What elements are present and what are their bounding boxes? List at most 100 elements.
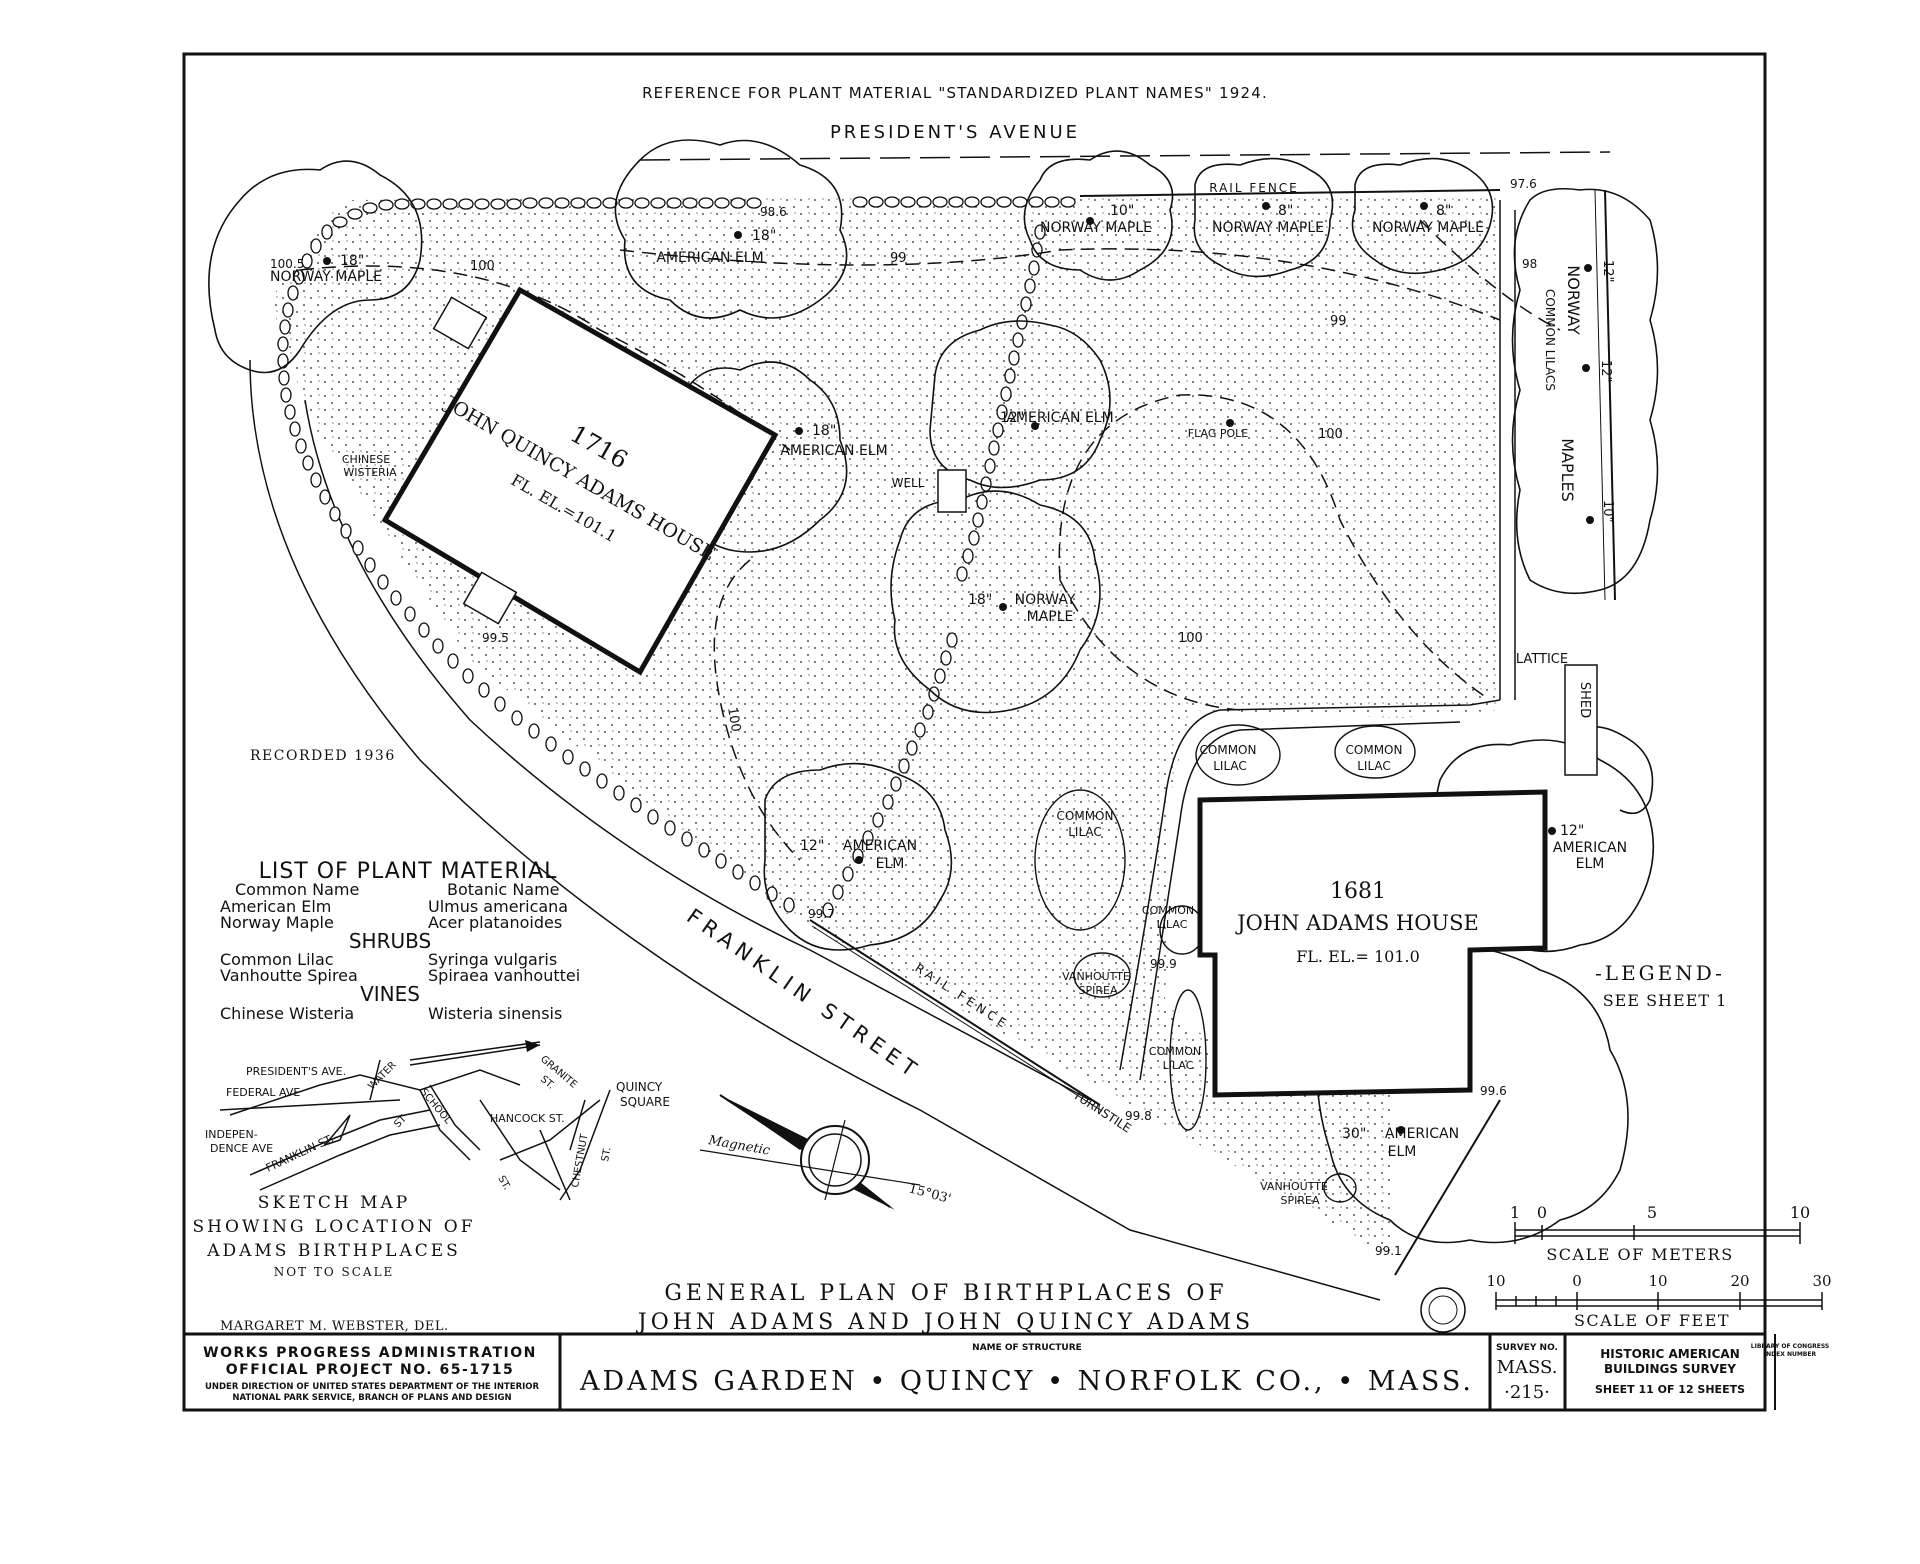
contour-lines xyxy=(299,219,1561,861)
reference-note: REFERENCE FOR PLANT MATERIAL "STANDARDIZ… xyxy=(642,84,1268,102)
svg-text:SCALE OF METERS: SCALE OF METERS xyxy=(1546,1245,1733,1264)
svg-text:98.6: 98.6 xyxy=(760,205,787,219)
svg-text:NORWAY MAPLE: NORWAY MAPLE xyxy=(1372,220,1484,236)
svg-text:NORWAY MAPLE: NORWAY MAPLE xyxy=(1040,220,1152,236)
svg-text:99.8: 99.8 xyxy=(1125,1109,1152,1123)
svg-text:99: 99 xyxy=(1330,314,1347,329)
canopy-norway-maple-8a xyxy=(1193,157,1334,278)
library-of-congress-stamp xyxy=(1420,1287,1466,1333)
svg-text:AMERICAN ELM: AMERICAN ELM xyxy=(1006,410,1113,426)
svg-text:99.6: 99.6 xyxy=(1480,1084,1507,1098)
svg-text:WORKS PROGRESS ADMINISTRATION: WORKS PROGRESS ADMINISTRATION xyxy=(203,1345,537,1361)
feature-labels: CHINESE WISTERIA WELL FLAG POLE LATTICE … xyxy=(342,427,1592,1207)
svg-text:5: 5 xyxy=(1647,1203,1657,1222)
svg-text:PRESIDENT'S AVE.: PRESIDENT'S AVE. xyxy=(246,1065,346,1078)
svg-text:LATTICE: LATTICE xyxy=(1516,652,1568,667)
canopy-right-maples xyxy=(1511,187,1659,595)
svg-text:HANCOCK ST.: HANCOCK ST. xyxy=(490,1112,565,1125)
svg-text:30: 30 xyxy=(1812,1272,1831,1290)
svg-text:99: 99 xyxy=(890,251,907,266)
sheet-border xyxy=(182,52,1767,1412)
svg-text:12": 12" xyxy=(1600,260,1615,283)
svg-text:12": 12" xyxy=(800,838,824,854)
svg-text:INDEPEN-: INDEPEN- xyxy=(205,1128,258,1141)
svg-text:SURVEY NO.: SURVEY NO. xyxy=(1496,1343,1558,1353)
svg-text:Wisteria sinensis: Wisteria sinensis xyxy=(428,1004,562,1023)
svg-text:SHOWING LOCATION OF: SHOWING LOCATION OF xyxy=(192,1217,475,1237)
svg-text:18": 18" xyxy=(752,228,776,244)
svg-text:AMERICAN: AMERICAN xyxy=(843,838,917,854)
svg-text:INDEX NUMBER: INDEX NUMBER xyxy=(1764,1351,1817,1358)
jqa-porch-left xyxy=(432,296,488,350)
vanhoutte-spirea-shrub-2 xyxy=(1323,1173,1357,1203)
svg-text:100: 100 xyxy=(1178,631,1203,646)
title-block: WORKS PROGRESS ADMINISTRATION OFFICIAL P… xyxy=(203,1343,1829,1403)
svg-text:WISTERIA: WISTERIA xyxy=(343,466,397,479)
franklin-street-curb xyxy=(249,359,1381,1301)
svg-text:NOT TO SCALE: NOT TO SCALE xyxy=(274,1265,395,1279)
svg-text:ST.: ST. xyxy=(495,1174,512,1192)
svg-text:VANHOUTTE: VANHOUTTE xyxy=(1062,970,1130,983)
svg-text:8": 8" xyxy=(1436,203,1451,219)
john-adams-house xyxy=(1197,789,1548,1098)
vanhoutte-spirea-shrub-1 xyxy=(1073,952,1131,998)
legend-title: -LEGEND- xyxy=(1595,961,1725,985)
svg-text:DENCE AVE: DENCE AVE xyxy=(210,1142,273,1155)
svg-text:COMMON: COMMON xyxy=(1346,743,1403,757)
tree-labels: 18" NORWAY MAPLE 18" AMERICAN ELM 10" NO… xyxy=(270,203,1627,1160)
ja-house-year: 1681 xyxy=(1330,879,1386,904)
svg-text:AMERICAN: AMERICAN xyxy=(1553,840,1627,856)
svg-text:COMMON: COMMON xyxy=(1057,809,1114,823)
svg-text:ELM: ELM xyxy=(876,856,905,872)
svg-text:0: 0 xyxy=(1572,1272,1582,1290)
presidents-avenue-line xyxy=(639,151,1611,161)
svg-text:HISTORIC AMERICAN: HISTORIC AMERICAN xyxy=(1600,1347,1740,1361)
svg-text:20: 20 xyxy=(1730,1272,1749,1290)
svg-text:QUINCY: QUINCY xyxy=(616,1080,663,1094)
presidents-avenue-label: PRESIDENT'S AVENUE xyxy=(830,122,1080,143)
rail-fence-30elm xyxy=(1394,1099,1501,1276)
svg-text:NORWAY: NORWAY xyxy=(1564,265,1583,335)
sketch-map-north-arrow xyxy=(409,1044,541,1066)
svg-text:8": 8" xyxy=(1278,203,1293,219)
compass-magnetic-line xyxy=(699,1149,921,1186)
legend-see-sheet: SEE SHEET 1 xyxy=(1603,991,1728,1010)
svg-text:NORWAY: NORWAY xyxy=(1015,592,1076,608)
sketch-map-lines xyxy=(219,1041,611,1201)
svg-text:18": 18" xyxy=(340,253,364,269)
canopy-norway-maple-8b xyxy=(1351,157,1494,275)
svg-text:99.9: 99.9 xyxy=(1150,957,1177,971)
rail-fence-top xyxy=(1079,189,1501,197)
svg-text:0: 0 xyxy=(1537,1203,1547,1222)
svg-text:12": 12" xyxy=(1560,823,1584,839)
plan-title-line1: GENERAL PLAN OF BIRTHPLACES OF xyxy=(664,1281,1227,1306)
svg-text:FLAG POLE: FLAG POLE xyxy=(1188,427,1248,440)
svg-text:SHED: SHED xyxy=(1577,682,1592,718)
common-lilac-shrub-2 xyxy=(1334,725,1416,779)
svg-text:99.1: 99.1 xyxy=(1375,1244,1402,1258)
compass-ring-inner xyxy=(808,1133,862,1187)
svg-text:100: 100 xyxy=(1318,427,1343,442)
canopy-american-elm-18-top xyxy=(614,139,848,319)
contour-99-right xyxy=(1419,219,1561,331)
svg-text:COMMON: COMMON xyxy=(1149,1045,1201,1058)
compass-arrow-north xyxy=(720,1095,810,1150)
contour-99-top xyxy=(619,248,1501,321)
svg-text:SKETCH MAP: SKETCH MAP xyxy=(258,1193,410,1213)
svg-text:97.6: 97.6 xyxy=(1510,177,1537,191)
contour-100-mid xyxy=(1059,579,1241,711)
svg-text:SPIREA: SPIREA xyxy=(1281,1194,1320,1207)
svg-text:LIBRARY OF CONGRESS: LIBRARY OF CONGRESS xyxy=(1751,1343,1829,1350)
svg-text:ADAMS BIRTHPLACES: ADAMS BIRTHPLACES xyxy=(206,1241,461,1261)
svg-text:MASS.: MASS. xyxy=(1497,1357,1558,1378)
compass-true-line xyxy=(824,1119,846,1201)
svg-text:WELL: WELL xyxy=(892,476,925,490)
svg-text:10": 10" xyxy=(1600,500,1615,523)
canopy-norway-maple-18-center xyxy=(890,490,1101,714)
compass-declination: 15°03' xyxy=(907,1181,953,1207)
hedge-chain xyxy=(277,196,1076,918)
canopy-norway-maple-18-left xyxy=(208,160,423,374)
sketch-map-arrowhead xyxy=(525,1040,540,1052)
common-lilac-shrub-3 xyxy=(1034,789,1126,931)
